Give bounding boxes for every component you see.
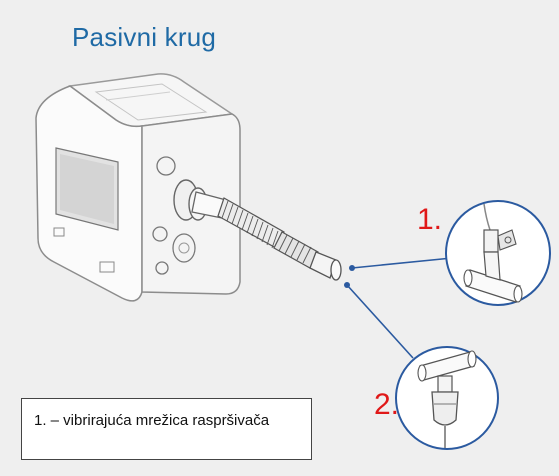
caption-text: 1. – vibrirajuća mrežica raspršivača [34, 412, 270, 429]
caption-box: 1. – vibrirajuća mrežica raspršivača [21, 398, 312, 460]
page-title: Pasivni krug [72, 22, 217, 52]
callout-number-1: 1. [417, 203, 443, 236]
callout-number-2: 2. [374, 388, 400, 421]
passive-circuit-tube-icon [173, 179, 342, 281]
nebulizer-2-icon [395, 346, 499, 450]
nebulizer-1-icon [445, 200, 551, 306]
ventilator-device-icon [35, 73, 241, 302]
leader-lines [344, 257, 453, 359]
